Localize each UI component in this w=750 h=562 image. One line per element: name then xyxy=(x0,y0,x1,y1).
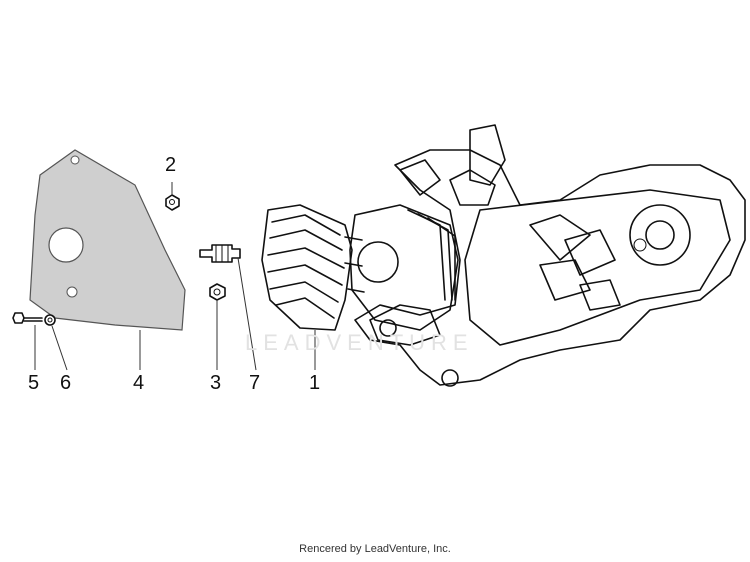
bolt-part[interactable] xyxy=(12,312,43,324)
spark-plug-part[interactable] xyxy=(199,244,241,263)
callout-3[interactable]: 3 xyxy=(210,372,222,394)
footer-credit: Rencered by LeadVenture, Inc. xyxy=(299,543,451,555)
callout-7[interactable]: 7 xyxy=(249,372,261,394)
washer-part[interactable] xyxy=(44,314,56,326)
callout-2[interactable]: 2 xyxy=(165,154,177,176)
leader-7 xyxy=(237,257,257,371)
nut-part[interactable] xyxy=(209,283,226,301)
cylinder-head-part[interactable] xyxy=(261,204,353,331)
nut-small-part[interactable] xyxy=(165,194,180,211)
leader-6 xyxy=(51,325,68,371)
callout-6[interactable]: 6 xyxy=(60,372,72,394)
shroud-cover-part[interactable] xyxy=(29,149,186,331)
callout-4[interactable]: 4 xyxy=(133,372,145,394)
engine-crankcase xyxy=(354,124,746,387)
callout-1[interactable]: 1 xyxy=(309,372,321,394)
cylinder-block xyxy=(344,204,459,331)
watermark: LEADVENTURE xyxy=(245,330,474,355)
callout-5[interactable]: 5 xyxy=(28,372,40,394)
leader-lines xyxy=(34,182,316,371)
